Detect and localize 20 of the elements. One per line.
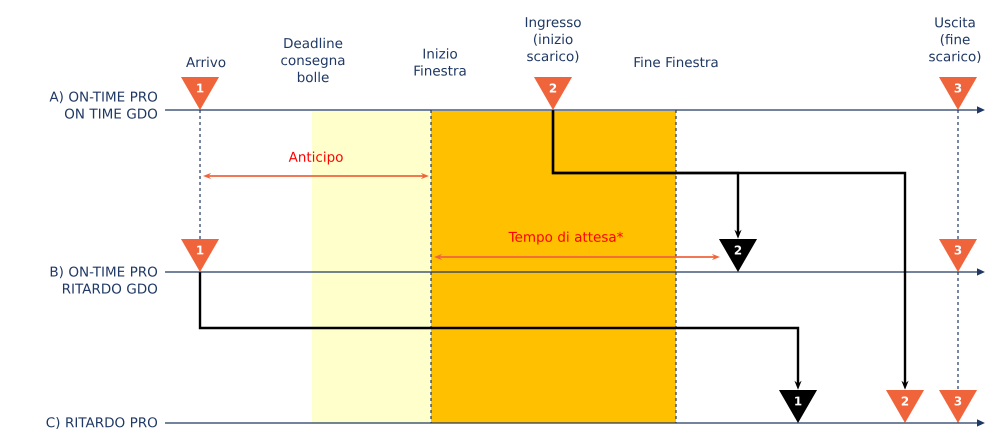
column-header: Ingresso (inizio scarico) [526, 17, 581, 63]
column-header: Inizio Finestra [414, 48, 466, 76]
marker-triangle: 1 [180, 77, 220, 110]
marker-triangle: 2 [534, 77, 572, 110]
dimension-label: Anticipo [288, 151, 343, 165]
column-header: Arrivo [186, 56, 226, 68]
marker-triangle: 3 [938, 77, 978, 110]
column-header: Fine Finestra [634, 56, 718, 68]
row-label: B) ON-TIME PRO RITARDO GDO [50, 266, 158, 294]
marker-triangle: 2 [886, 390, 924, 423]
marker-triangle: 3 [938, 239, 978, 272]
dimension-label: Tempo di attesa* [508, 231, 623, 245]
row-label: C) RITARDO PRO [46, 416, 158, 429]
marker-triangle: 3 [938, 390, 978, 423]
marker-triangle: 1 [778, 390, 818, 423]
marker-triangle: 2 [718, 239, 758, 272]
marker-triangle: 1 [180, 239, 220, 272]
column-header: Deadline consegna bolle [281, 38, 344, 82]
column-header: Uscita (fine scarico) [929, 16, 980, 64]
row-label: A) ON-TIME PRO ON TIME GDO [50, 91, 158, 119]
